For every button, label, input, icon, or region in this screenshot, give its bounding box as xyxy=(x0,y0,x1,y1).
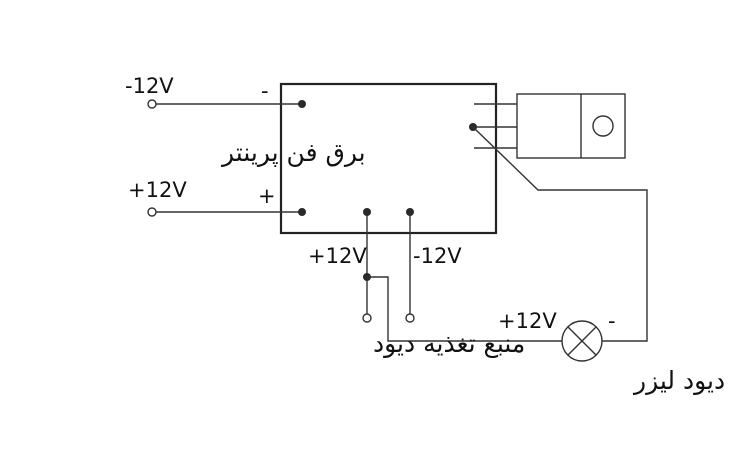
fan-negative-terminal xyxy=(147,99,157,109)
fan-positive-terminal xyxy=(147,207,157,217)
transistor-mount-hole xyxy=(592,115,614,137)
fan-source-label: برق فن پرینتر xyxy=(220,138,366,167)
laser-negative-sign: - xyxy=(608,309,616,333)
transistor-body xyxy=(516,93,626,159)
laser-diode-label: دیود لیزر xyxy=(632,366,725,395)
laser-diode-icon xyxy=(561,320,603,362)
module-negative-output-node xyxy=(406,208,414,216)
laser-positive-wire xyxy=(367,276,562,342)
supply-negative-voltage-label: -12V xyxy=(413,244,462,268)
fan-positive-voltage-label: +12V xyxy=(128,178,187,202)
laser-positive-voltage-label: +12V xyxy=(498,309,557,333)
supply-source-label: منبع تغذیه دیود xyxy=(373,329,525,359)
supply-negative-terminal xyxy=(405,313,415,323)
fan-negative-sign: - xyxy=(261,79,269,103)
module-positive-output-node xyxy=(363,208,371,216)
supply-positive-voltage-label: +12V xyxy=(308,244,367,268)
fan-negative-voltage-label: -12V xyxy=(125,74,174,98)
supply-positive-terminal xyxy=(362,313,372,323)
driver-module-box xyxy=(279,82,498,235)
laser-negative-wire xyxy=(472,126,648,342)
module-positive-input-node xyxy=(298,208,306,216)
fan-positive-sign: + xyxy=(258,184,276,208)
module-negative-input-node xyxy=(298,100,306,108)
